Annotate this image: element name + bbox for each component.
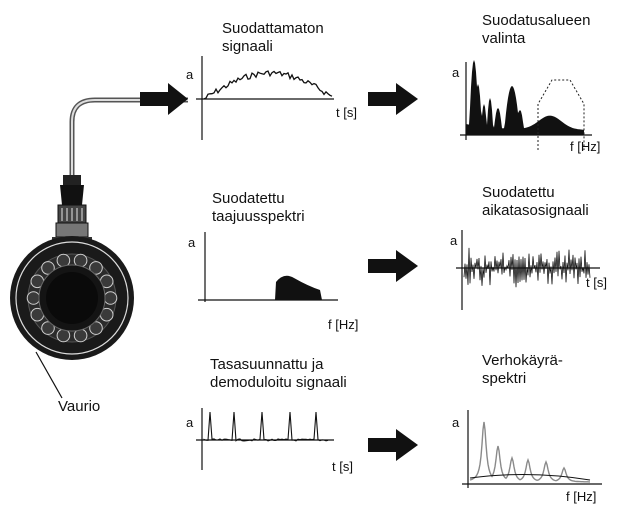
demodulated-waveform xyxy=(203,411,329,442)
envelope-spectrum-peaks xyxy=(469,421,590,483)
filtered-spectrum-x-label: f [Hz] xyxy=(328,317,359,332)
filtered-spectrum-title-line1: Suodatettu xyxy=(212,190,285,207)
raw-signal-title-line1: Suodattamaton xyxy=(222,20,324,37)
raw-signal-y-label: a xyxy=(186,67,194,82)
bearing-ball xyxy=(89,261,103,275)
arrow-2 xyxy=(368,83,418,115)
envelope-spectrum-x-label: f [Hz] xyxy=(566,489,597,504)
raw-signal-title-line2: signaali xyxy=(222,38,273,55)
filtered-time-x-label: t [s] xyxy=(586,275,607,290)
demodulated-title-line1: Tasasuunnattu ja xyxy=(210,356,324,373)
bearing-balls xyxy=(26,253,118,343)
filtered-spectrum-band xyxy=(275,275,322,300)
demodulated-y-label: a xyxy=(186,415,194,430)
bearing-ball xyxy=(41,261,55,275)
filtered-time-y-label: a xyxy=(450,233,458,248)
envelope-spectrum-panel xyxy=(462,410,602,488)
arrow-4 xyxy=(368,429,418,461)
envelope-spectrum-y-label: a xyxy=(452,415,460,430)
band-selection-title-line2: valinta xyxy=(482,30,526,47)
sensor-cable xyxy=(69,97,188,178)
band-selection-y-label: a xyxy=(452,65,460,80)
filtered-spectrum-title-line2: taajuusspektri xyxy=(212,208,305,225)
filtered-time-waveform xyxy=(463,247,591,288)
filtered-time-panel xyxy=(456,230,600,310)
band-selection-x-label: f [Hz] xyxy=(570,139,601,154)
envelope-spectrum-baseline xyxy=(469,473,591,481)
band-selection-spectrum xyxy=(466,60,584,135)
bearing-ball xyxy=(26,291,41,305)
bearing-ball xyxy=(41,321,55,335)
damage-pointer-line xyxy=(35,351,63,399)
envelope-spectrum-title-line2: spektri xyxy=(482,370,527,387)
raw-signal-x-label: t [s] xyxy=(336,105,357,120)
demodulated-panel xyxy=(196,408,334,470)
sensor-connector xyxy=(52,175,92,243)
bearing-ball xyxy=(89,321,103,335)
filtered-spectrum-panel xyxy=(198,232,338,302)
damage-label: Vaurio xyxy=(58,398,101,415)
filtered-time-title-line2: aikatasosignaali xyxy=(482,202,589,219)
raw-signal-panel xyxy=(196,56,334,140)
envelope-spectrum-title-line1: Verhokäyrä- xyxy=(482,352,563,369)
arrow-3 xyxy=(368,250,418,282)
demodulated-title-line2: demoduloitu signaali xyxy=(210,374,347,391)
bearing-ball xyxy=(103,291,118,305)
arrow-1 xyxy=(140,83,188,115)
filtered-spectrum-y-label: a xyxy=(188,235,196,250)
band-selection-title-line1: Suodatusalueen xyxy=(482,12,591,29)
filtered-time-title-line1: Suodatettu xyxy=(482,184,555,201)
demodulated-x-label: t [s] xyxy=(332,459,353,474)
bearing xyxy=(10,236,134,360)
band-selection-panel xyxy=(460,60,592,150)
raw-signal-waveform xyxy=(203,70,333,100)
